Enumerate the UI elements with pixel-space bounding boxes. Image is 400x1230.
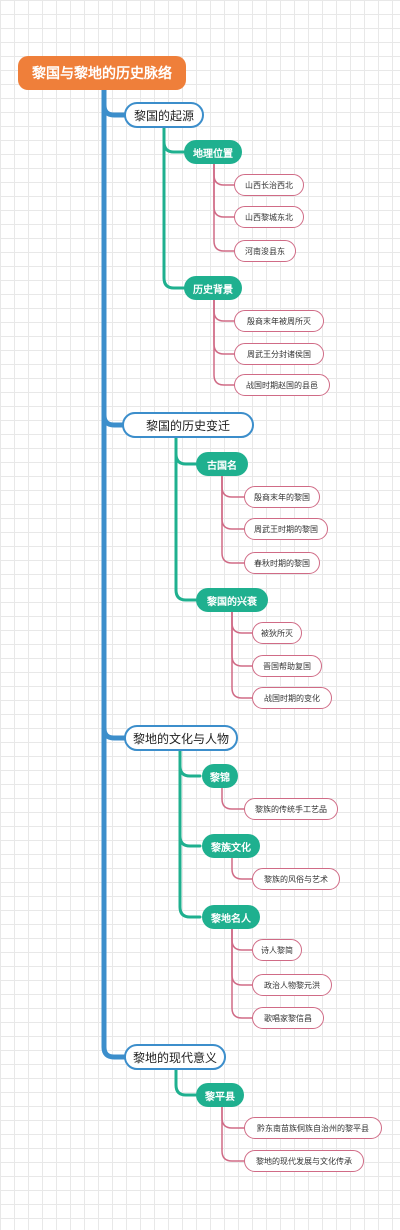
leaf-node[interactable]: 殷商末年被周所灭 bbox=[234, 310, 324, 332]
topic-connector bbox=[178, 737, 202, 919]
trunk-connector bbox=[101, 77, 127, 1060]
leaf-node[interactable]: 黎族的风俗与艺术 bbox=[252, 868, 340, 890]
leaf-connector bbox=[231, 845, 253, 880]
leaf-connector bbox=[231, 916, 253, 1019]
leaf-node[interactable]: 诗人黎简 bbox=[252, 939, 302, 961]
topic-connector bbox=[162, 114, 186, 290]
branch-node-origin[interactable]: 黎国的起源 bbox=[124, 102, 204, 128]
leaf-node[interactable]: 黎族的传统手工艺品 bbox=[244, 798, 338, 820]
topic-node-ancient-name[interactable]: 古国名 bbox=[196, 452, 248, 476]
topic-node-liping-county[interactable]: 黎平县 bbox=[196, 1083, 244, 1107]
topic-connector bbox=[174, 424, 198, 602]
topic-node-li-culture[interactable]: 黎族文化 bbox=[202, 834, 260, 858]
leaf-node[interactable]: 春秋时期的黎国 bbox=[244, 552, 320, 574]
leaf-node[interactable]: 被狄所灭 bbox=[252, 622, 302, 644]
leaf-connector bbox=[213, 287, 235, 386]
topic-connector bbox=[174, 1056, 198, 1097]
topic-node-background[interactable]: 历史背景 bbox=[184, 276, 242, 300]
branch-node-history[interactable]: 黎国的历史变迁 bbox=[122, 412, 254, 438]
branch-node-culture[interactable]: 黎地的文化与人物 bbox=[124, 725, 238, 751]
topic-node-famous-people[interactable]: 黎地名人 bbox=[202, 905, 260, 929]
leaf-node[interactable]: 殷商末年的黎国 bbox=[244, 486, 320, 508]
leaf-node[interactable]: 山西长治西北 bbox=[234, 174, 304, 196]
leaf-connector bbox=[221, 1094, 245, 1162]
leaf-node[interactable]: 黎地的现代发展与文化传承 bbox=[244, 1150, 364, 1172]
leaf-connector bbox=[213, 151, 235, 252]
leaf-node[interactable]: 战国时期的变化 bbox=[252, 687, 332, 709]
branch-node-modern[interactable]: 黎地的现代意义 bbox=[124, 1044, 226, 1070]
leaf-node[interactable]: 山西黎城东北 bbox=[234, 206, 304, 228]
topic-connector bbox=[178, 737, 202, 848]
leaf-node[interactable]: 周武王分封诸侯国 bbox=[234, 343, 324, 365]
leaf-connector bbox=[221, 463, 245, 564]
leaf-node[interactable]: 周武王时期的黎国 bbox=[244, 518, 328, 540]
trunk-connector bbox=[101, 77, 127, 741]
trunk-connector bbox=[101, 77, 127, 428]
leaf-node[interactable]: 晋国帮助复国 bbox=[252, 655, 322, 677]
leaf-node[interactable]: 河南浚县东 bbox=[234, 240, 296, 262]
root-node[interactable]: 黎国与黎地的历史脉络 bbox=[18, 56, 186, 90]
topic-node-brocade[interactable]: 黎锦 bbox=[202, 764, 238, 788]
topic-node-geography[interactable]: 地理位置 bbox=[184, 140, 242, 164]
leaf-node[interactable]: 黔东南苗族侗族自治州的黎平县 bbox=[244, 1117, 382, 1139]
leaf-node[interactable]: 政治人物黎元洪 bbox=[252, 974, 332, 996]
topic-node-rise-fall[interactable]: 黎国的兴衰 bbox=[196, 588, 268, 612]
leaf-connector bbox=[221, 775, 245, 810]
leaf-node[interactable]: 战国时期赵国的县邑 bbox=[234, 374, 330, 396]
leaf-connector bbox=[231, 599, 253, 699]
leaf-node[interactable]: 歌唱家黎信昌 bbox=[252, 1007, 324, 1029]
